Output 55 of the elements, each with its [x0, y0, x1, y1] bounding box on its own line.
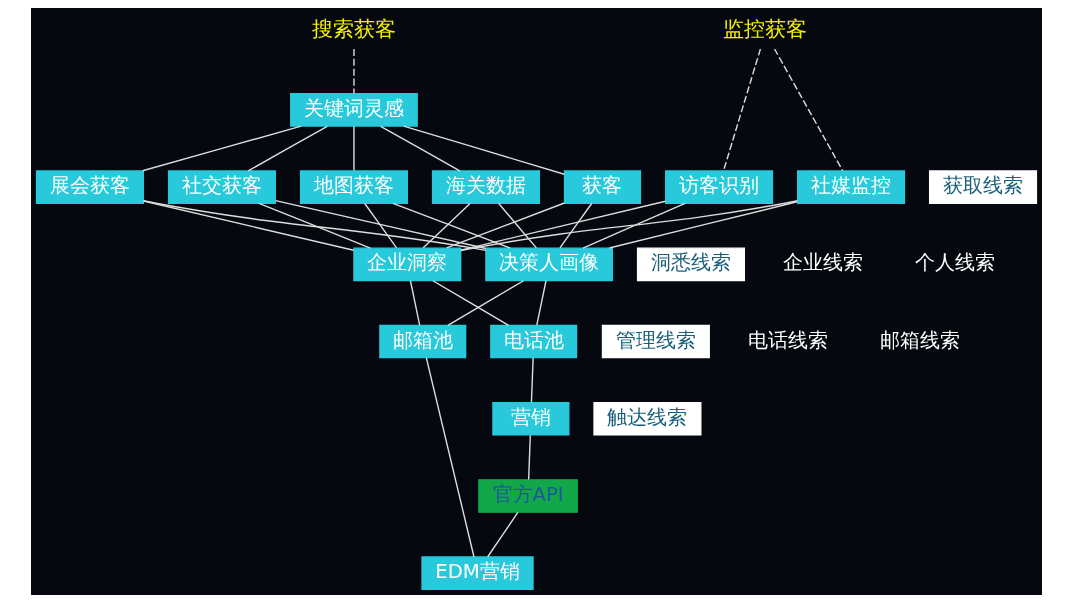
connector: [445, 202, 566, 249]
connector: [432, 280, 510, 327]
connector: [409, 280, 421, 326]
connector: [353, 48, 355, 95]
node-box: 获取线索: [928, 170, 1038, 204]
connector: [392, 202, 511, 249]
connector: [559, 202, 593, 249]
label: 邮箱线索: [879, 328, 960, 352]
connector: [274, 199, 487, 250]
connector: [258, 202, 371, 249]
connector: [608, 201, 798, 249]
node-box: 官方API: [478, 479, 578, 513]
connector: [142, 200, 355, 251]
connector: [487, 511, 519, 558]
node-box: 获客: [563, 170, 642, 204]
node-box: 海关数据: [431, 170, 540, 204]
connector: [142, 200, 487, 252]
node-box: 管理线索: [601, 324, 710, 359]
node-box: EDM营销: [421, 556, 534, 591]
label: 个人线索: [914, 251, 995, 275]
label: 电话线索: [747, 328, 828, 352]
connector: [364, 202, 398, 249]
node-box: 电话池: [490, 324, 578, 359]
node-box: 地图获客: [299, 170, 408, 204]
node-box: 社媒监控: [796, 170, 906, 204]
connector: [422, 202, 471, 249]
connector: [773, 48, 844, 172]
connector: [353, 125, 355, 172]
node-box: 访客识别: [664, 170, 774, 204]
connector: [460, 200, 799, 252]
connector: [536, 280, 547, 326]
connector: [460, 200, 667, 251]
connector: [722, 48, 762, 172]
connector: [402, 125, 565, 175]
node-box: 关键词灵感: [290, 93, 418, 127]
node-text: 监控获客: [723, 16, 808, 42]
connector: [247, 125, 328, 172]
connector: [379, 125, 461, 172]
label: 企业线索: [782, 251, 863, 275]
node-box: 触达线索: [593, 401, 702, 436]
connector: [498, 202, 538, 249]
node-box: 决策人画像: [485, 247, 614, 282]
node-box: 社交获客: [167, 170, 277, 204]
connector: [527, 434, 532, 481]
connector: [447, 280, 525, 327]
connector: [582, 202, 686, 249]
node-text: 搜索获客: [311, 16, 396, 42]
node-box: 展会获客: [35, 170, 145, 204]
node-box: 洞悉线索: [636, 247, 746, 282]
connector: [425, 357, 475, 558]
connector: [530, 357, 534, 403]
node-box: 企业洞察: [353, 247, 462, 282]
node-box: 营销: [492, 401, 570, 436]
node-box: 邮箱池: [379, 324, 467, 359]
connector: [141, 125, 302, 172]
